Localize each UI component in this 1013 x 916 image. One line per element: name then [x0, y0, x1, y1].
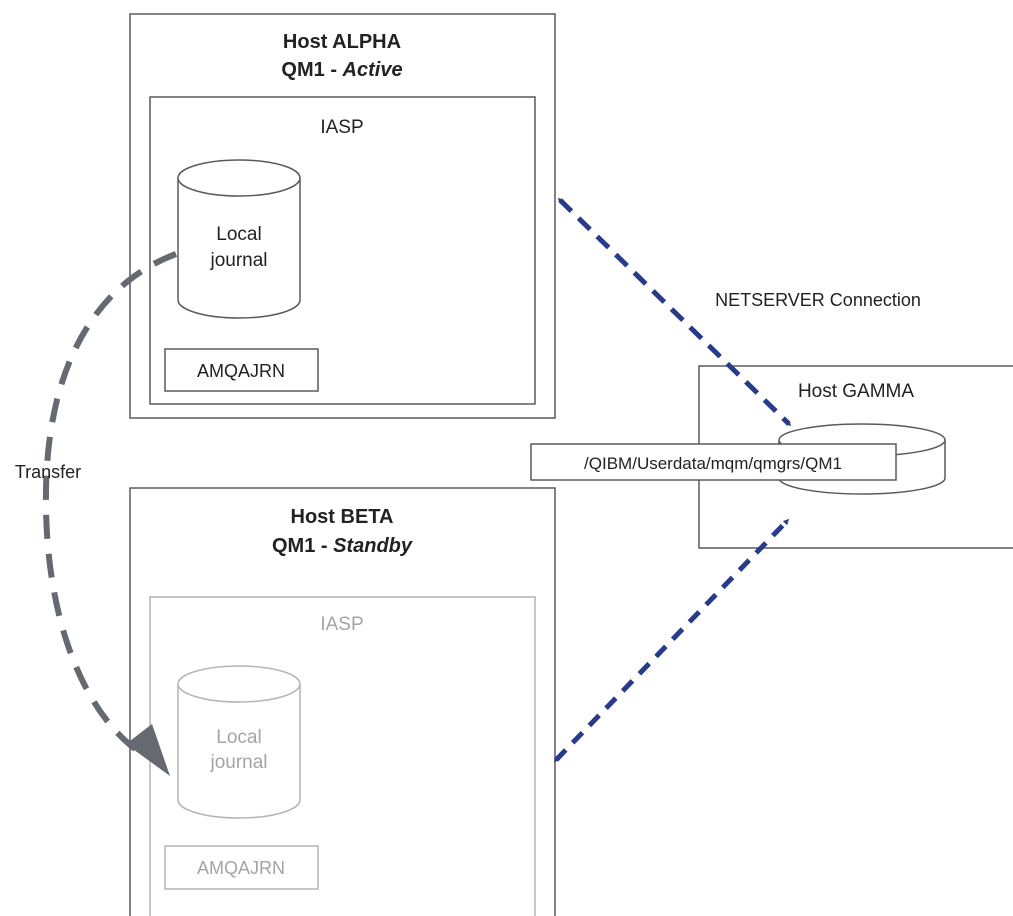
host-alpha-title: Host ALPHA: [283, 31, 401, 53]
iasp-label-alpha: IASP: [320, 117, 363, 138]
netserver-connection-label: NETSERVER Connection: [715, 290, 921, 310]
local-journal-label-beta-1: Local: [216, 727, 261, 748]
transfer-label: Transfer: [15, 462, 81, 482]
host-beta-title: Host BETA: [291, 506, 394, 528]
host-beta-qm-status: QM1 - Standby: [272, 535, 413, 557]
netserver-connection-alpha-arrow: [557, 197, 792, 427]
local-journal-cylinder-alpha: Local journal: [177, 159, 301, 319]
host-gamma: Host GAMMA /QIBM/Userdata/mqm/qmgrs/QM1: [530, 365, 1013, 549]
local-journal-label-beta-2: journal: [209, 752, 267, 773]
amqajrn-box-alpha: [164, 348, 319, 392]
host-gamma-title: Host GAMMA: [798, 381, 914, 402]
qmgr-path-label: /QIBM/Userdata/mqm/qmgrs/QM1: [584, 454, 842, 473]
host-beta: Host BETA QM1 - Standby IASP Local journ…: [129, 487, 556, 916]
qm-state-active: Active: [342, 59, 403, 81]
host-alpha: Host ALPHA QM1 - Active IASP Local journ…: [129, 13, 556, 419]
qm-name: QM1 -: [281, 59, 342, 81]
netserver-connection-beta-arrow: [553, 518, 790, 763]
local-journal-cylinder-beta: Local journal: [177, 665, 301, 819]
local-journal-label-alpha-1: Local: [216, 224, 261, 245]
transfer-arrowhead: [126, 724, 170, 776]
amqajrn-label-alpha: AMQAJRN: [197, 361, 285, 381]
iasp-label-beta: IASP: [320, 614, 363, 635]
connections: NETSERVER Connection Transfer: [15, 197, 921, 776]
host-alpha-qm-status: QM1 - Active: [281, 59, 402, 81]
qm-name: QM1 -: [272, 535, 333, 557]
qm-state-standby: Standby: [333, 535, 413, 557]
amqajrn-box-beta: [164, 845, 319, 890]
local-journal-label-alpha-2: journal: [209, 250, 267, 271]
transfer-arrow: [42, 251, 178, 757]
qmgr-path-box: [530, 443, 897, 481]
amqajrn-label-beta: AMQAJRN: [197, 858, 285, 878]
